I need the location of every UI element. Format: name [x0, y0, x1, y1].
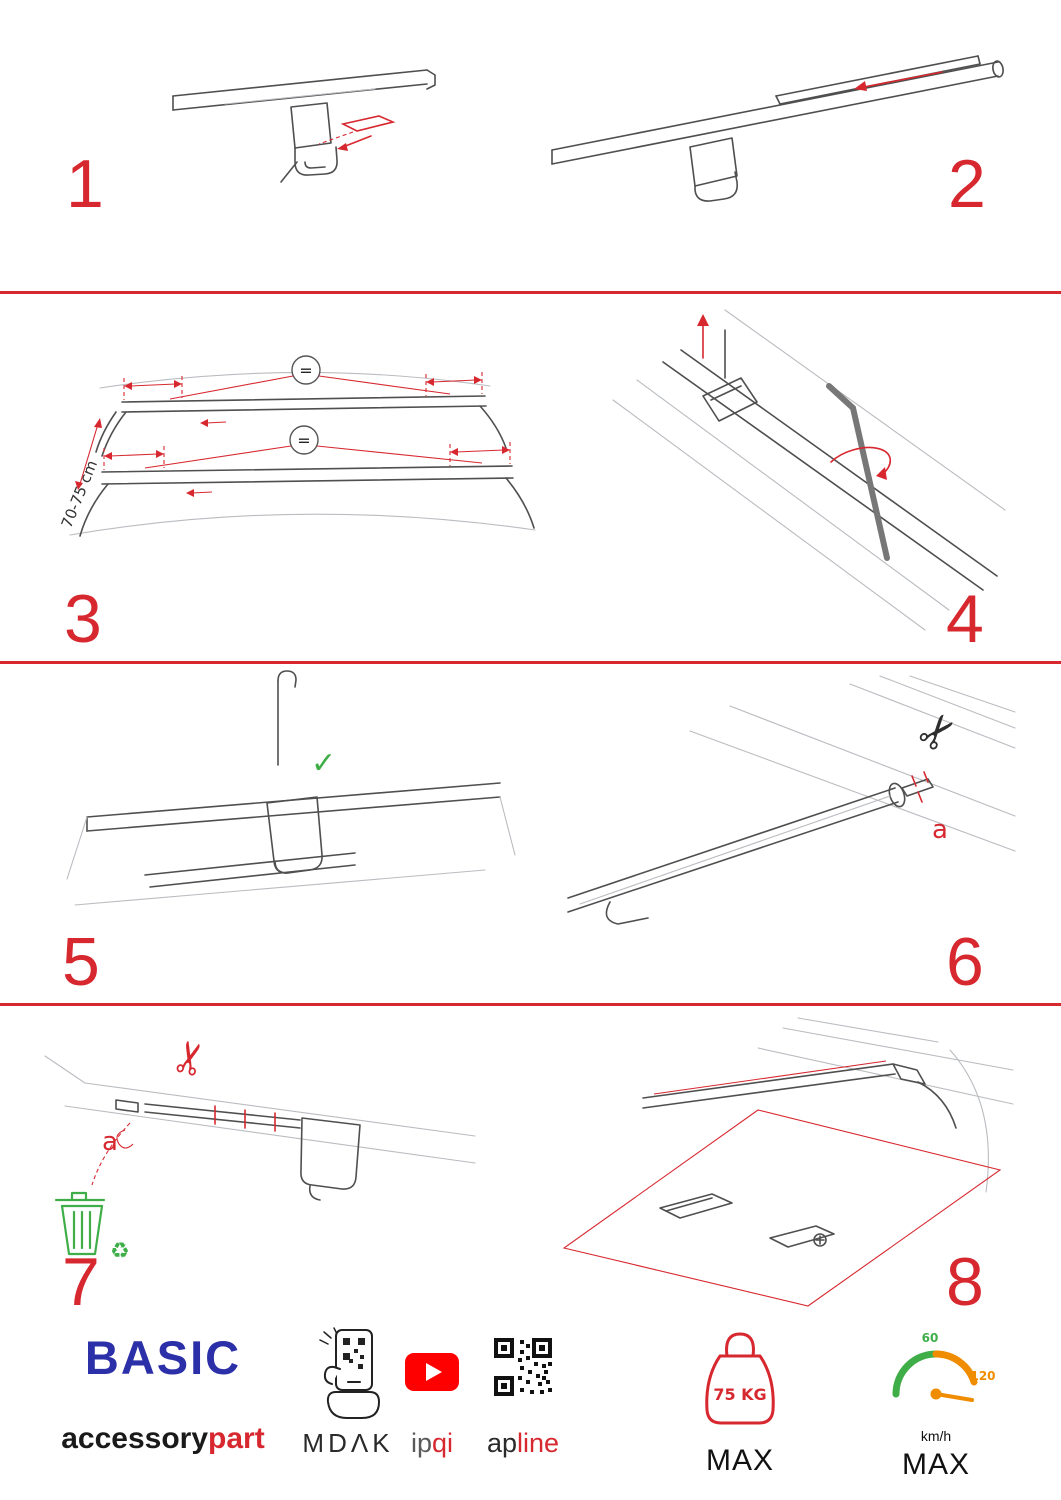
step-1-number: 1	[66, 146, 104, 222]
speed-limit-max-label: MAX	[901, 1448, 970, 1481]
recycle-bin-icon	[54, 1191, 106, 1256]
cut-marks	[911, 771, 929, 803]
step-7-illustration: ✂ a ♻	[44, 1034, 476, 1264]
step-4-illustration	[612, 309, 1006, 631]
section-divider-3	[0, 1003, 1061, 1006]
recycle-icon: ♻	[110, 1239, 130, 1264]
partner-apline-label: apline	[472, 1428, 574, 1459]
step-5-illustration: ✓	[66, 670, 516, 906]
brand-subtitle-accent: part	[208, 1422, 265, 1455]
step-2-illustration	[551, 55, 1004, 202]
clamp-drawing	[280, 102, 338, 183]
cover-strip-drawing	[775, 55, 981, 105]
bar-distance-label: 70-75 cm	[58, 458, 101, 531]
rotate-arrow	[830, 446, 892, 480]
distance-annotation: 70-75 cm	[58, 418, 102, 531]
step-2-number: 2	[948, 146, 986, 222]
allen-key-drawing	[826, 383, 890, 561]
discard-path	[91, 1122, 134, 1186]
strip-label-a: a	[932, 815, 948, 845]
partner-line: line	[517, 1428, 560, 1458]
step-6-illustration: ✂ a	[567, 675, 1016, 925]
dimension-marks	[103, 372, 511, 497]
roof-drawing	[757, 1017, 1014, 1193]
step-8-illustration	[562, 1017, 1014, 1307]
clamp-drawing	[300, 1117, 361, 1201]
partner-ap: ap	[486, 1428, 517, 1458]
roof-rail-drawing	[612, 309, 1006, 631]
slide-direction-arrow	[854, 71, 943, 91]
step-8-number: 8	[946, 1244, 984, 1320]
equal-symbol-2: =	[297, 431, 310, 450]
brand-subtitle-primary: accessory	[61, 1422, 209, 1455]
partner-ipqi-label: ipqi	[397, 1428, 467, 1459]
step-7-number: 7	[62, 1244, 100, 1320]
rear-crossbar-drawing	[79, 465, 535, 537]
speed-unit-label: km/h	[920, 1428, 952, 1444]
check-icon: ✓	[311, 746, 336, 781]
speed-tick-low: 60	[922, 1331, 939, 1345]
equal-symbol-1: =	[299, 361, 312, 380]
phone-qr-scan-icon	[319, 1327, 380, 1419]
insert-arrow	[697, 314, 709, 359]
section-divider-2	[0, 661, 1061, 664]
front-crossbar-drawing	[95, 395, 507, 457]
equal-spacing-marks: = =	[144, 355, 483, 469]
clamp-drawing	[689, 137, 739, 202]
locking-pin-drawing	[277, 670, 297, 766]
roof-bar-drawing	[642, 1060, 957, 1129]
brand-subtitle: accessorypart	[53, 1422, 273, 1456]
step-3-number: 3	[64, 581, 102, 657]
step-5-number: 5	[62, 924, 100, 1000]
alignment-frame	[562, 1109, 1002, 1307]
partner-qi: qi	[432, 1428, 454, 1458]
scissors-icon: ✂	[162, 1034, 221, 1083]
mounting-pads-drawing	[659, 1193, 835, 1248]
weight-limit-value: 75 KG	[713, 1385, 766, 1404]
step-1-illustration	[172, 69, 436, 183]
partner-ip: ip	[410, 1428, 432, 1458]
roof-ribs	[689, 675, 1016, 852]
clamp-drawing	[702, 329, 758, 422]
step-6-number: 6	[946, 924, 984, 1000]
strip-drawing	[115, 1099, 301, 1129]
rubber-pad-insert	[318, 115, 396, 151]
section-divider-1	[0, 291, 1061, 294]
roof-bar-drawing	[551, 60, 1004, 165]
ceiling-drawing	[44, 1055, 476, 1164]
roof-bar-drawing	[567, 778, 934, 925]
speed-limit-icon: 60 120	[892, 1331, 996, 1402]
partner-mdak-label: MDΛK	[302, 1428, 394, 1458]
clamp-drawing	[74, 796, 486, 906]
roof-bar-drawing	[66, 782, 516, 880]
weight-limit-max-label: MAX	[705, 1444, 774, 1477]
speed-tick-high: 120	[970, 1369, 995, 1383]
strip-label-a: a	[102, 1127, 118, 1157]
step-3-illustration: = = 70-75 cm	[58, 355, 536, 537]
step-4-number: 4	[946, 581, 984, 657]
weight-limit-icon: 75 KG	[705, 1332, 775, 1425]
brand-logo: BASIC	[84, 1331, 242, 1384]
qr-code-icon	[494, 1338, 552, 1396]
cut-marks	[214, 1105, 276, 1132]
youtube-icon	[405, 1353, 459, 1391]
roof-bar-drawing	[172, 69, 436, 111]
